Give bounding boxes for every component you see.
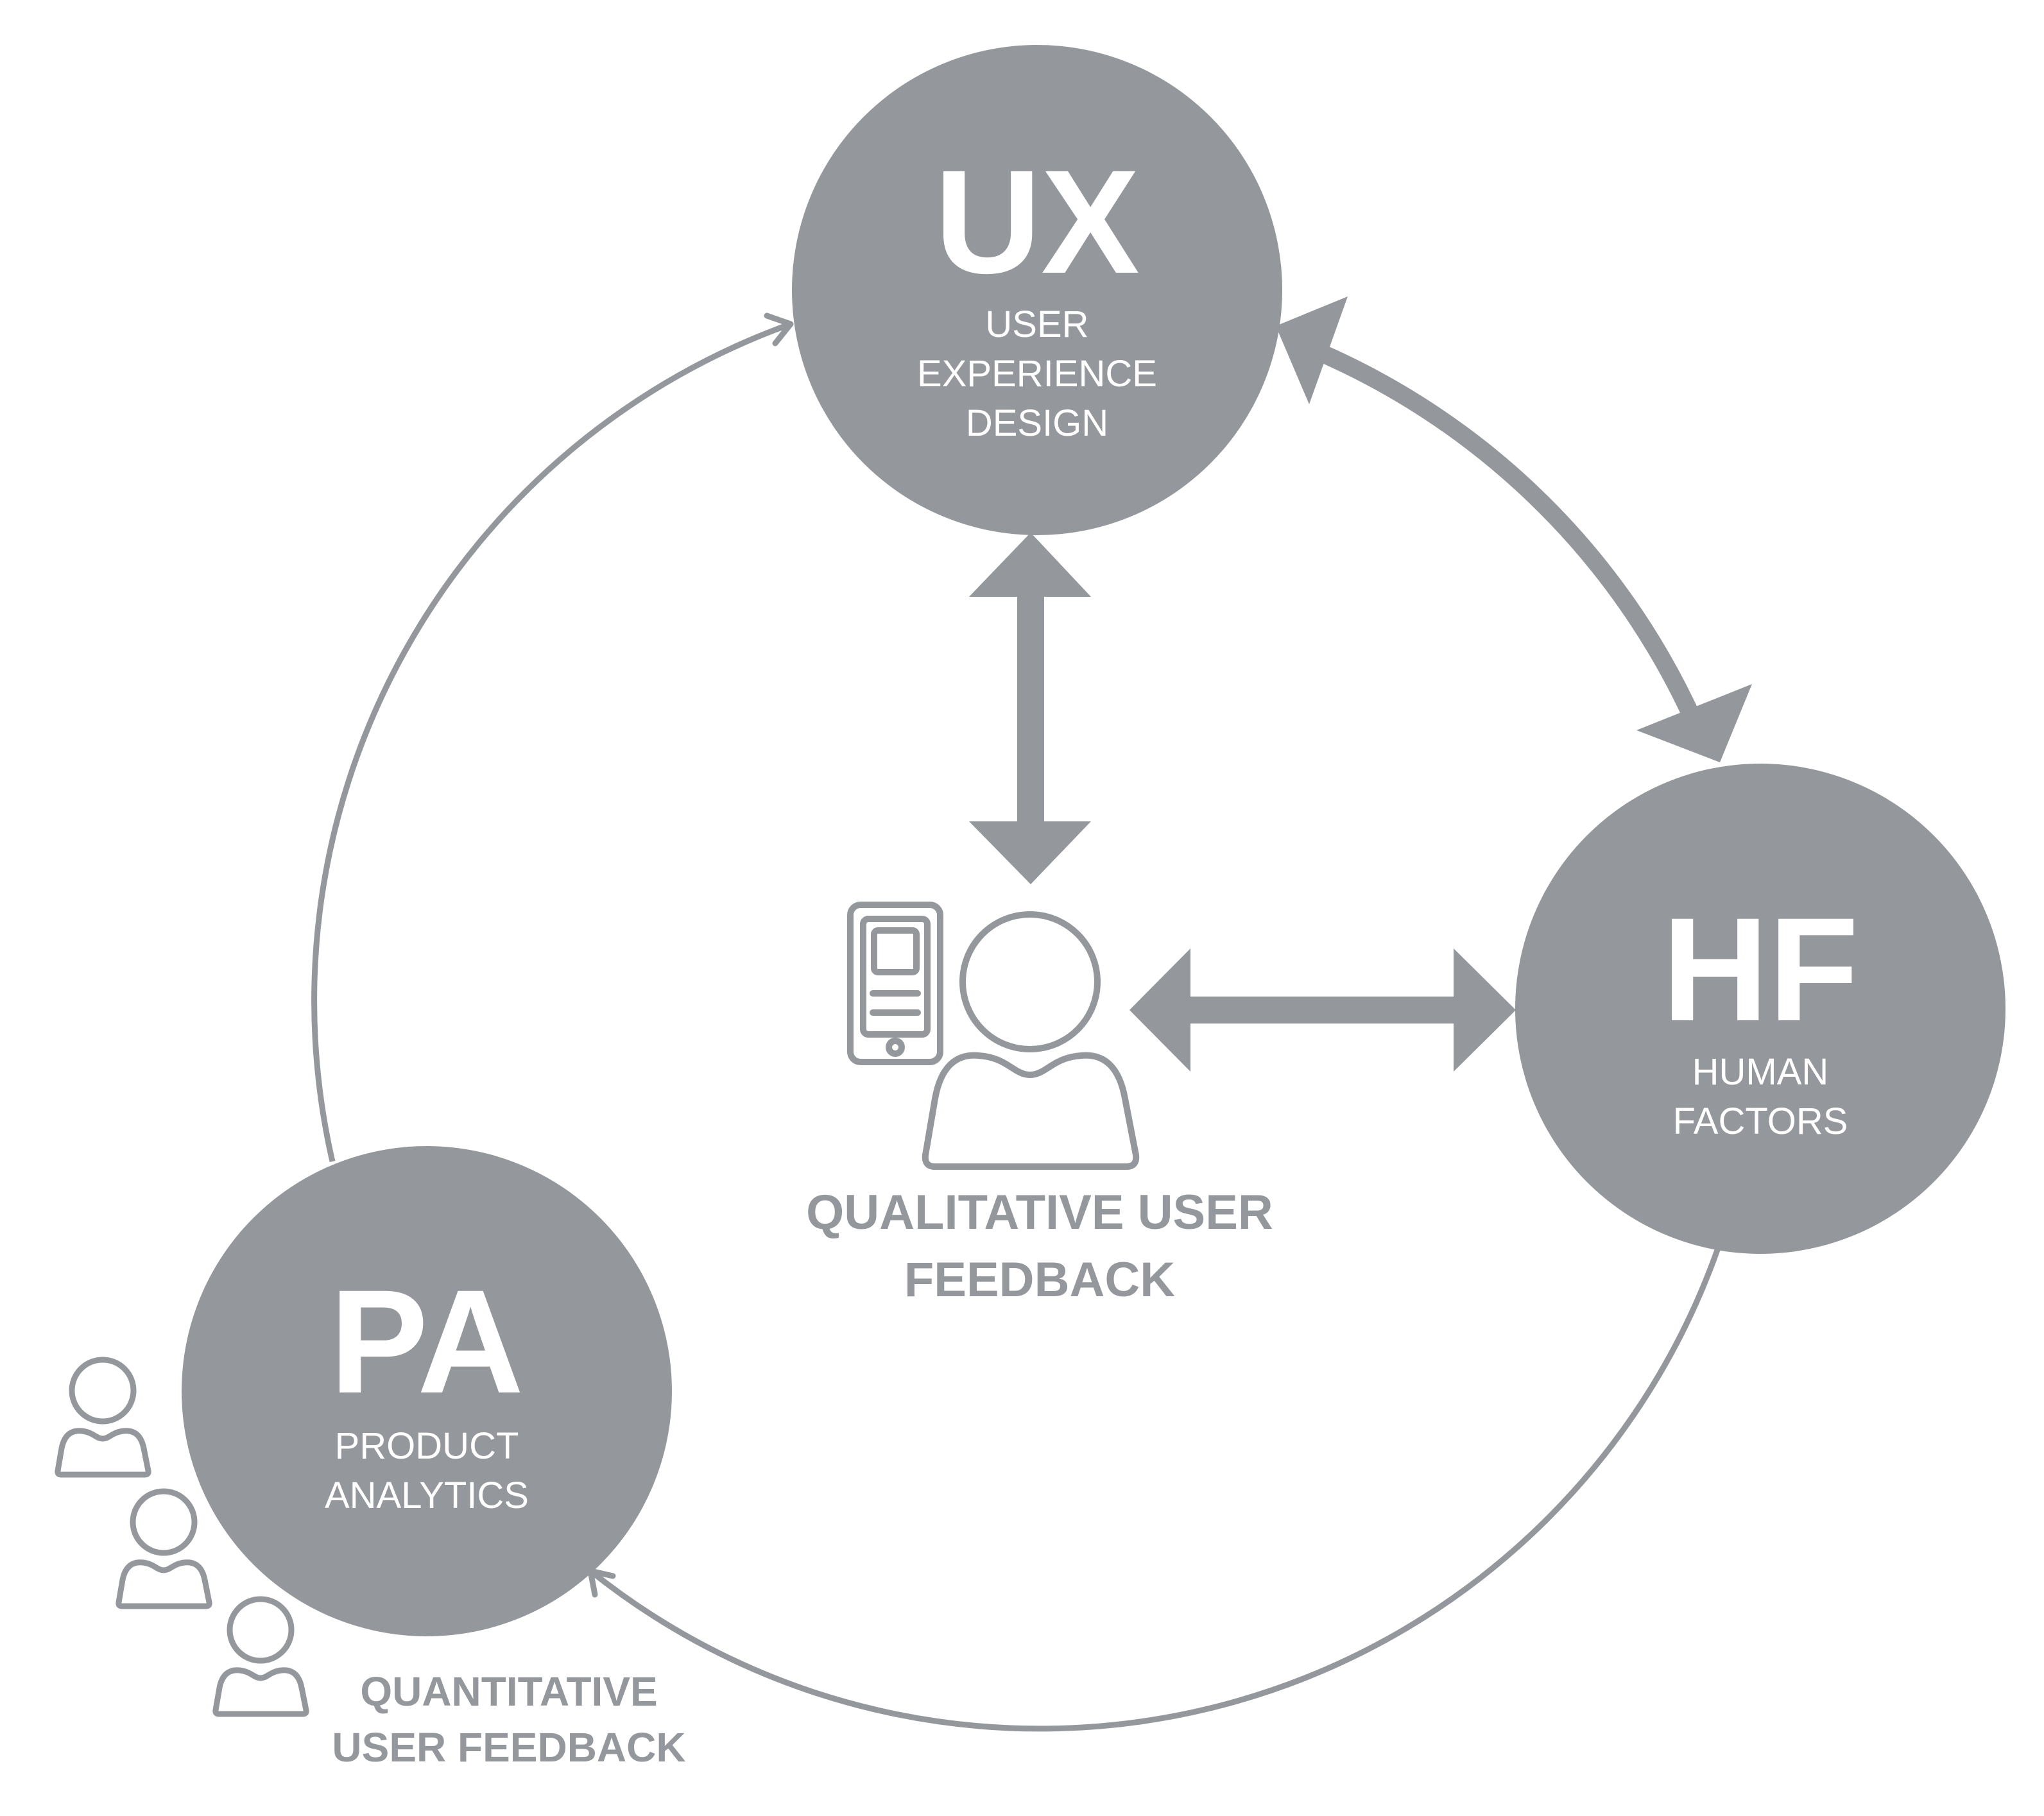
node-pa: PA PRODUCT ANALYTICS — [182, 1146, 672, 1636]
user-icon — [116, 1488, 212, 1609]
arrow-ux-center-shaft — [1017, 590, 1044, 834]
arrowhead-up-ux — [969, 533, 1091, 597]
center-label-line-2: FEEDBACK — [904, 1253, 1175, 1307]
node-ux: UX USER EXPERIENCE DESIGN — [792, 45, 1282, 535]
node-pa-circle — [182, 1146, 672, 1636]
user-icon — [212, 1596, 309, 1717]
node-ux-line-1: USER — [985, 304, 1088, 345]
node-pa-abbr: PA — [330, 1259, 524, 1424]
phone-icon — [847, 902, 943, 1065]
node-hf: HF HUMAN FACTORS — [1515, 764, 2005, 1254]
node-ux-line-3: DESIGN — [966, 402, 1108, 444]
node-hf-abbr: HF — [1662, 887, 1859, 1052]
node-ux-line-2: EXPERIENCE — [917, 353, 1157, 395]
arrowhead-hf-end — [1636, 684, 1752, 762]
node-hf-line-2: FACTORS — [1673, 1101, 1848, 1142]
connector-ux-hf-thick — [1302, 338, 1703, 726]
node-pa-line-2: ANALYTICS — [325, 1475, 529, 1516]
node-ux-abbr: UX — [934, 139, 1140, 304]
bottom-label-line-2: USER FEEDBACK — [332, 1724, 685, 1770]
arrowhead-right-hf — [1454, 948, 1516, 1072]
center-label-line-1: QUALITATIVE USER — [806, 1185, 1273, 1240]
arrowhead-into-ux — [764, 313, 794, 347]
node-hf-circle — [1515, 764, 2005, 1254]
node-ux-circle — [792, 45, 1282, 535]
arrowhead-down-center — [969, 821, 1091, 884]
user-icon — [922, 911, 1140, 1170]
arrow-center-hf-shaft — [1184, 997, 1460, 1024]
connector-hf-to-pa — [588, 1247, 1721, 1732]
connector-pa-to-ux — [311, 321, 792, 1163]
node-pa-line-1: PRODUCT — [335, 1425, 519, 1467]
arrowhead-ux-end — [1276, 296, 1348, 404]
user-icon — [55, 1357, 151, 1478]
arrowhead-left-center — [1129, 948, 1190, 1072]
bottom-label-line-1: QUANTITATIVE — [360, 1668, 657, 1715]
node-hf-line-1: HUMAN — [1692, 1051, 1829, 1093]
